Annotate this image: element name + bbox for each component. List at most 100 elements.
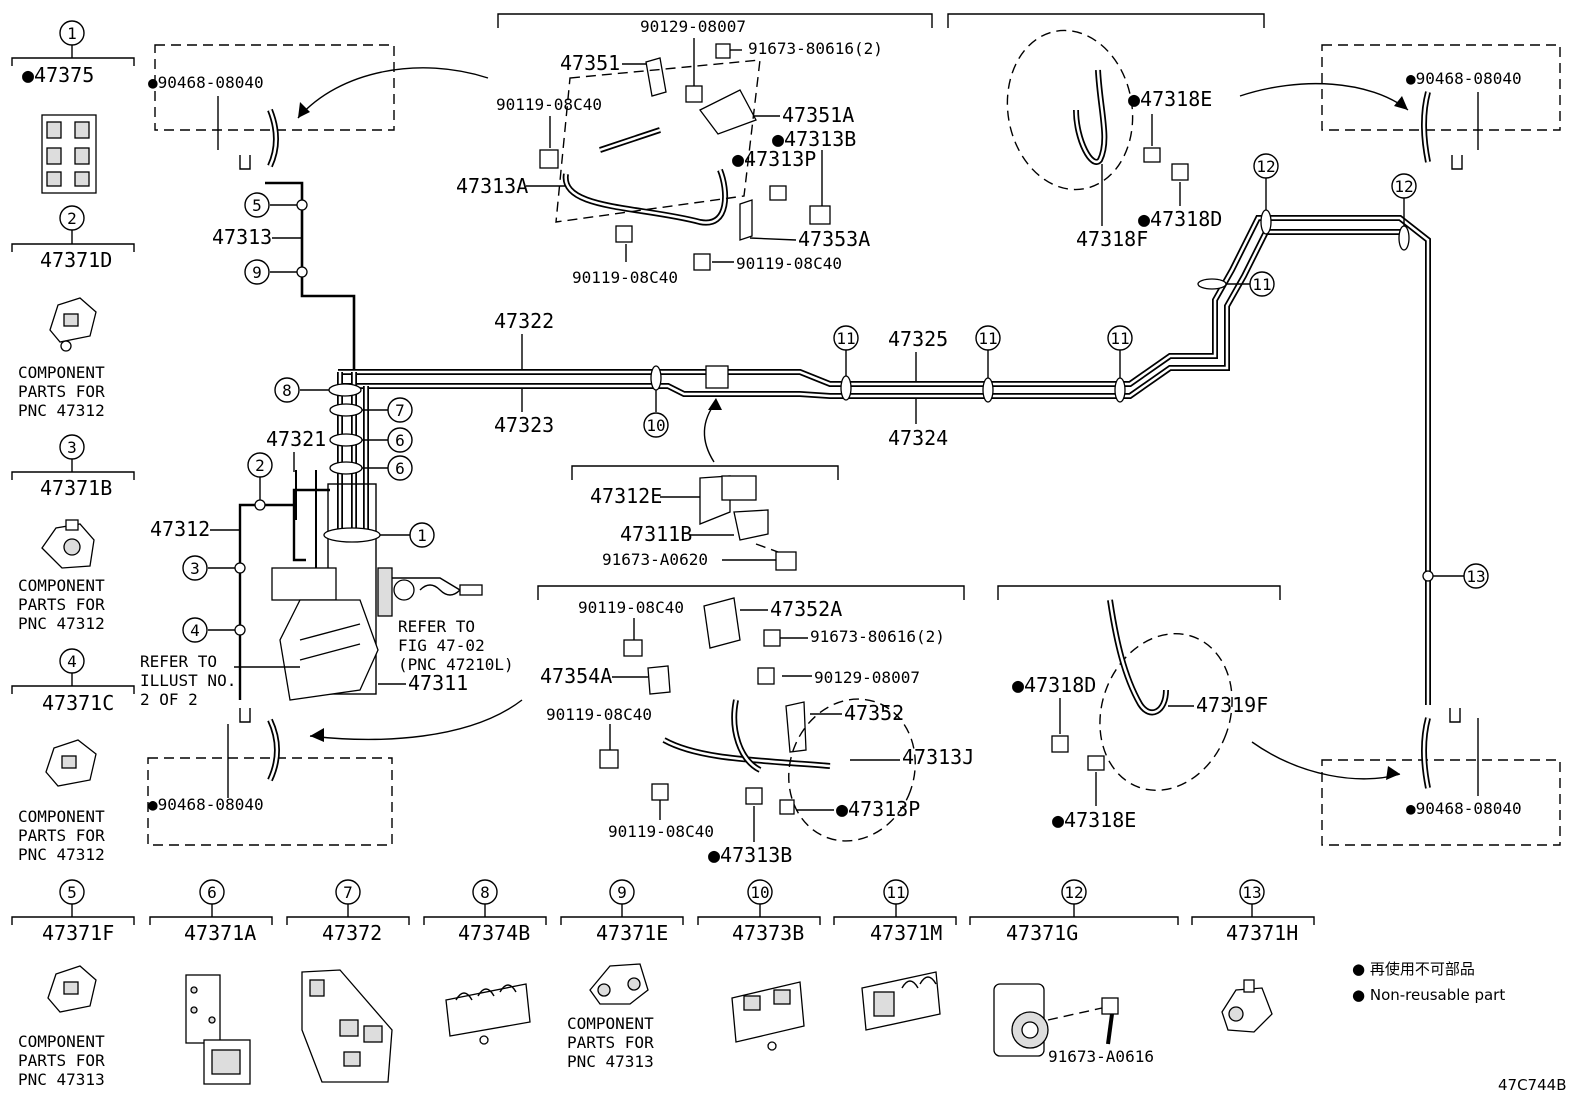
callout-number: 13 [1242,883,1261,902]
callout-number: 3 [190,559,200,578]
bottom-part-8: 8 47374B [423,879,547,1045]
clip-detail-bottom-right: ●90468-08040 [1321,708,1561,846]
part-number-label: ●47318E [1052,808,1136,832]
flow-arrow [309,699,523,741]
clamp-47371b-icon [41,519,95,569]
flow-arrow [1239,82,1409,111]
callout-4: 4 [182,617,246,643]
callout-number: 8 [480,883,490,902]
callout-1: 1 [323,522,435,548]
callout-number: 9 [617,883,627,902]
callout-number: 5 [67,883,77,902]
refer-note: (PNC 47210L) [398,655,514,674]
callout-11c: 11 [1107,325,1133,403]
callout-7: 7 [329,397,413,423]
refer-note: REFER TO [140,652,217,671]
clamp-47371e-icon [589,963,649,1005]
note-line: COMPONENT [18,1032,105,1051]
callout-number: 6 [207,883,217,902]
callout-number: 7 [395,401,405,420]
bottom-part-5: 5 47371F COMPONENT PARTS FOR PNC 47313 [11,879,135,1089]
callout-number: 12 [1394,177,1413,196]
bottom-part-10: 10 47373B [697,879,821,1051]
part-number-label: 47325 [888,327,948,351]
part-number-label: ●47375 [22,63,94,87]
callout-number: 12 [1064,883,1083,902]
clamp-47371d-icon [49,297,97,352]
refer-note: REFER TO [398,617,475,636]
part-number-label: ●90468-08040 [1406,69,1522,88]
part-number-label: ●47318E [1128,87,1212,111]
part-number-label: 47311B [620,522,692,546]
part-number-label: 47353A [798,227,870,251]
callout-number: 1 [417,526,427,545]
clip-detail-top-left: ●90468-08040 [148,44,395,170]
part-number-label: 90129-08007 [640,17,746,36]
bracket-detail-center: 47312E 47311B 91673-A0620 [571,465,839,571]
brake-actuator-assembly [271,567,483,701]
detail-rear-flex-hose-upper: ●47318E ●47318D 47318F [947,13,1265,251]
callout-2: 2 [247,452,273,511]
bracket-joint [705,365,729,389]
part-number-label: 47312 [150,517,210,541]
clamp-47371h-icon [1221,979,1273,1033]
callout-13: 13 [1422,563,1489,589]
bottom-part-6: 6 47371A [149,879,273,1085]
callout-number: 7 [343,883,353,902]
part-number-label: 47313 [212,225,272,249]
side-part-3: 3 47371B COMPONENT PARTS FOR PNC 47312 [11,434,135,633]
callout-number: 11 [978,329,997,348]
callout-11b: 11 [975,325,1001,403]
clip-detail-bottom-left: ●90468-08040 [147,708,393,846]
part-number-label: 47313J [902,745,974,769]
part-number-label: 90119-08C40 [572,268,678,287]
callout-number: 6 [395,459,405,478]
part-number-label: ●90468-08040 [148,73,264,92]
detail-rear-flex-hose-lower: ●47318D 47319F ●47318E [997,585,1281,832]
note-line: PNC 47312 [18,845,105,864]
bolt-part-number: 91673-A0616 [1048,1047,1154,1066]
callout-number: 10 [750,883,769,902]
flow-arrow [297,67,489,119]
part-number-label: ●90468-08040 [148,795,264,814]
flow-arrow [1251,741,1401,780]
clamp-47371m-icon [861,971,941,1031]
callout-number: 3 [67,438,77,457]
part-number-label: 90119-08C40 [608,822,714,841]
clamp-47371g-icon [993,983,1049,1057]
part-number-label: 47354A [540,664,612,688]
part-number-label: 47318F [1076,227,1148,251]
callout-10: 10 [643,365,669,438]
part-number-label: 91673-A0620 [602,550,708,569]
clamp-47371c-icon [45,739,97,787]
part-number-label: 47371B [40,476,112,500]
side-part-2: 2 47371D COMPONENT PARTS FOR PNC 47312 [11,205,135,420]
callout-5: 5 [244,192,308,218]
part-number-label: 47373B [732,921,804,945]
callout-3: 3 [182,555,246,581]
callout-number: 11 [1110,329,1129,348]
callout-number: 11 [886,883,905,902]
part-number-label: 47321 [266,427,326,451]
note-line: PNC 47312 [18,401,105,420]
callout-number: 11 [836,329,855,348]
callout-number: 2 [67,209,77,228]
legend-english: ● Non-reusable part [1352,986,1505,1004]
part-number-label: ●47318D [1012,673,1096,697]
part-number-label: 90129-08007 [814,668,920,687]
clamp-47371f-icon [47,965,97,1013]
callout-number: 9 [252,263,262,282]
bottom-part-11: 11 47371M [833,879,957,1031]
part-number-label: 47312E [590,484,662,508]
part-number-label: 47374B [458,921,530,945]
note-line: PARTS FOR [18,1051,105,1070]
clip-detail-top-right: ●90468-08040 [1321,44,1561,170]
note-line: COMPONENT [18,807,105,826]
bottom-part-7: 7 47372 [286,879,410,1083]
callout-12a: 12 [1253,153,1279,235]
clamp-47374b-icon [445,983,531,1045]
clamp-47371a-icon [185,974,251,1085]
arrow-head-icon [1394,96,1408,110]
